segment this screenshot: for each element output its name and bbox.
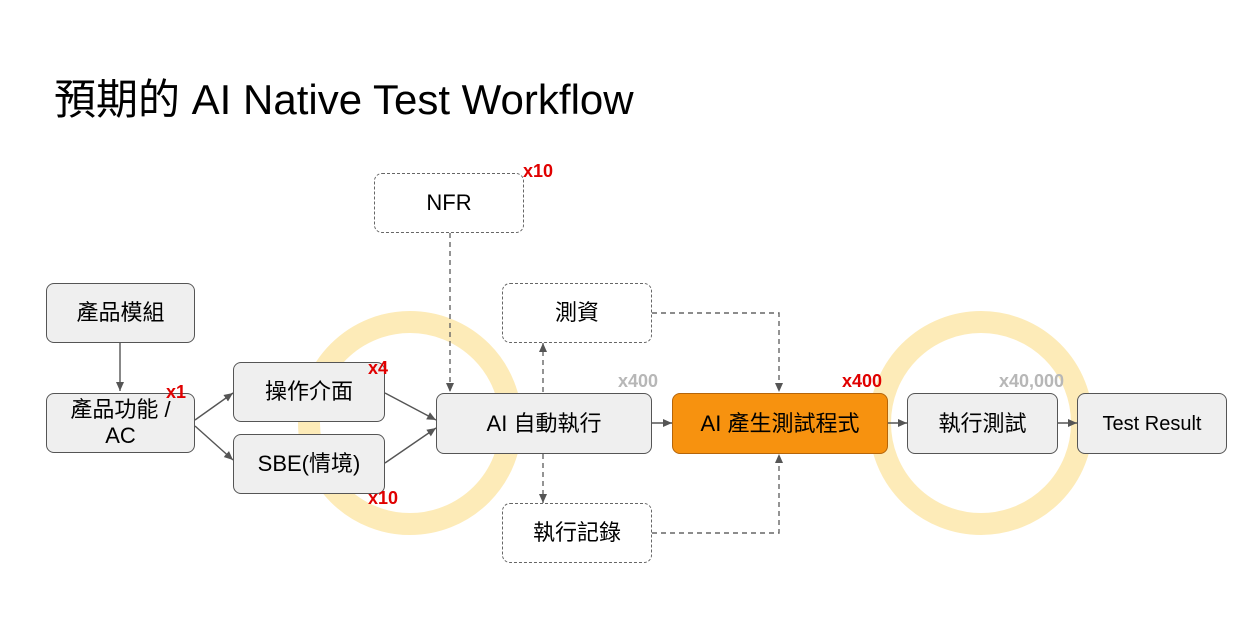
node-operation-ui: 操作介面 [233, 362, 385, 422]
node-sbe: SBE(情境) [233, 434, 385, 494]
node-ai-auto-exec: AI 自動執行 [436, 393, 652, 454]
node-ai-gen-test-label: AI 產生測試程式 [700, 410, 860, 436]
node-nfr: NFR [374, 173, 524, 233]
node-nfr-label: NFR [426, 190, 472, 215]
arrow-test-data-to-ai-gen [652, 312, 783, 392]
node-sbe-label: SBE(情境) [257, 451, 361, 476]
node-ai-gen-test: AI 產生測試程式 [672, 393, 888, 454]
multiplier-run-test: x40,000 [999, 371, 1065, 391]
node-ai-auto-exec-label: AI 自動執行 [486, 410, 602, 436]
multiplier-nfr: x10 [523, 161, 554, 181]
node-test-data: 測資 [502, 283, 652, 343]
arrow-exec-log-to-ai-gen [652, 454, 783, 534]
node-run-test: 執行測試 [907, 393, 1058, 454]
node-product-feature-label: 產品功能 / AC [70, 397, 171, 448]
page-title: 預期的 AI Native Test Workflow [54, 76, 634, 123]
node-exec-log-label: 執行記錄 [532, 520, 621, 545]
multiplier-feature: x1 [166, 382, 187, 402]
arrow-ui-to-ai-exec [384, 392, 437, 421]
node-product-module: 產品模組 [46, 283, 195, 343]
node-test-result-label: Test Result [1102, 412, 1202, 435]
node-test-result: Test Result [1077, 393, 1227, 454]
multiplier-operation-ui: x4 [368, 358, 389, 378]
node-test-data-label: 測資 [554, 300, 599, 325]
arrow-sbe-to-ai-exec [384, 427, 437, 464]
node-product-module-label: 產品模組 [76, 300, 165, 325]
multiplier-sbe: x10 [368, 488, 399, 508]
node-product-feature: 產品功能 / AC [46, 393, 195, 453]
arrow-feature-to-sbe [194, 425, 234, 461]
node-exec-log: 執行記錄 [502, 503, 652, 563]
arrow-feature-to-ui [194, 392, 234, 421]
multiplier-ai-gen-test: x400 [842, 371, 883, 391]
node-operation-ui-label: 操作介面 [264, 379, 353, 404]
multiplier-ai-auto-exec: x400 [618, 371, 659, 391]
node-run-test-label: 執行測試 [938, 410, 1027, 436]
